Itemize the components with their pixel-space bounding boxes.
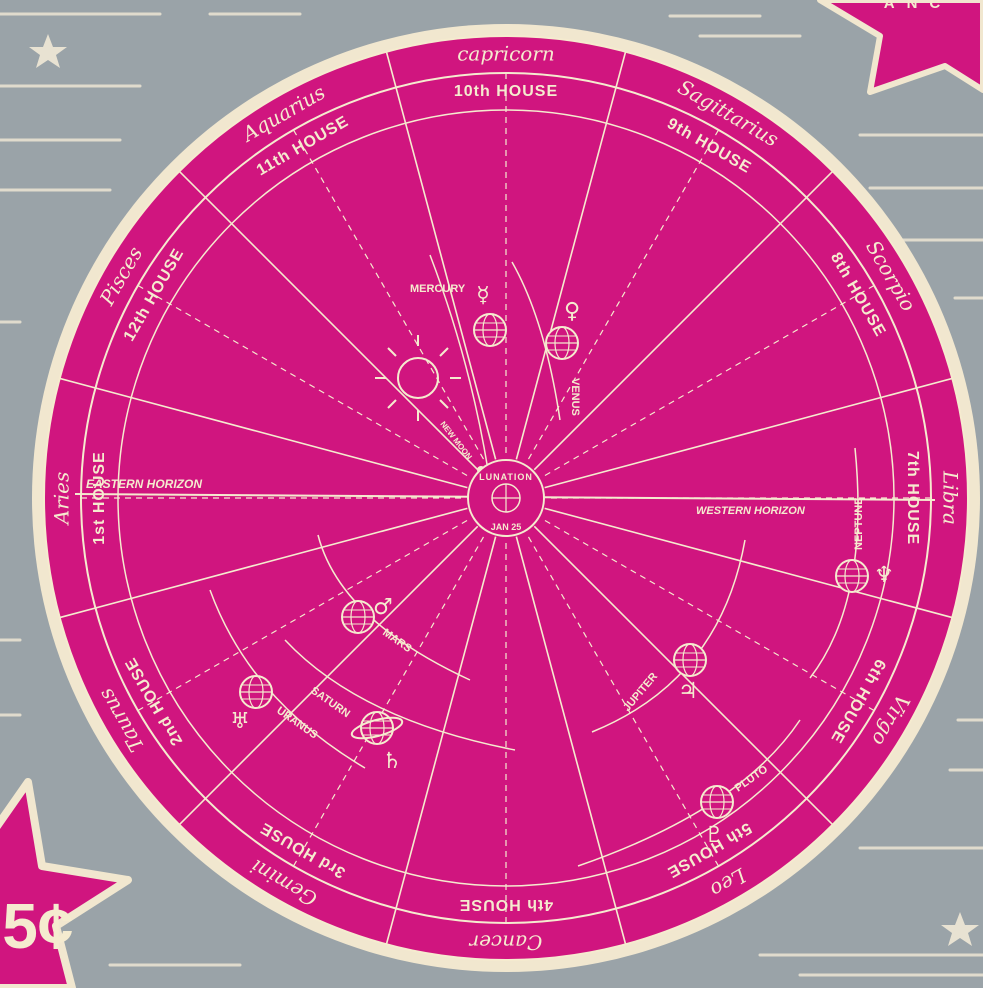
horoscope-wheel: capricornSagittariusScorpioLibraVirgoLeo… <box>32 24 980 972</box>
planet-symbol-icon: ♅ <box>230 709 250 734</box>
star-icon <box>941 912 979 946</box>
price-badge-text: 25¢ <box>0 890 73 962</box>
star-icon <box>29 34 67 68</box>
planet-symbol-icon: ♆ <box>874 563 894 588</box>
zodiac-sign-label: Cancer <box>468 931 542 955</box>
house-label: 4th HOUSE <box>459 896 553 913</box>
planet-symbol-icon: ♀ <box>564 299 580 324</box>
price-star-badge: 25¢ <box>0 782 128 988</box>
planet-symbol-icon: ♄ <box>382 749 402 774</box>
planet-name-label: NEPTUNE <box>853 497 865 550</box>
corner-star-badge: ANC <box>820 0 983 92</box>
house-label: 1st HOUSE <box>91 451 108 544</box>
lunation-center: LUNATION JAN 25 <box>468 460 544 536</box>
lunation-date-label: JAN 25 <box>491 522 522 532</box>
zodiac-sign-label: capricorn <box>457 42 555 66</box>
eastern-horizon-label: EASTERN HORIZON <box>86 477 202 491</box>
planet-symbol-icon: ♂ <box>373 595 393 620</box>
zodiac-sign-label: Aries <box>50 472 74 527</box>
western-horizon-label: WESTERN HORIZON <box>696 505 806 517</box>
planet-symbol-icon: ♇ <box>704 823 724 848</box>
house-label: 7th HOUSE <box>904 451 921 545</box>
planet-name-label: MERCURY <box>410 283 466 295</box>
zodiac-sign-label: Libra <box>939 470 963 525</box>
corner-badge-text: ANC <box>884 0 953 12</box>
lunation-label: LUNATION <box>479 472 533 482</box>
planet-name-label: VENUS <box>569 378 581 416</box>
planet-symbol-icon: ♃ <box>678 679 698 704</box>
planet-symbol-icon: ☿ <box>476 283 490 308</box>
house-label: 10th HOUSE <box>454 83 558 100</box>
